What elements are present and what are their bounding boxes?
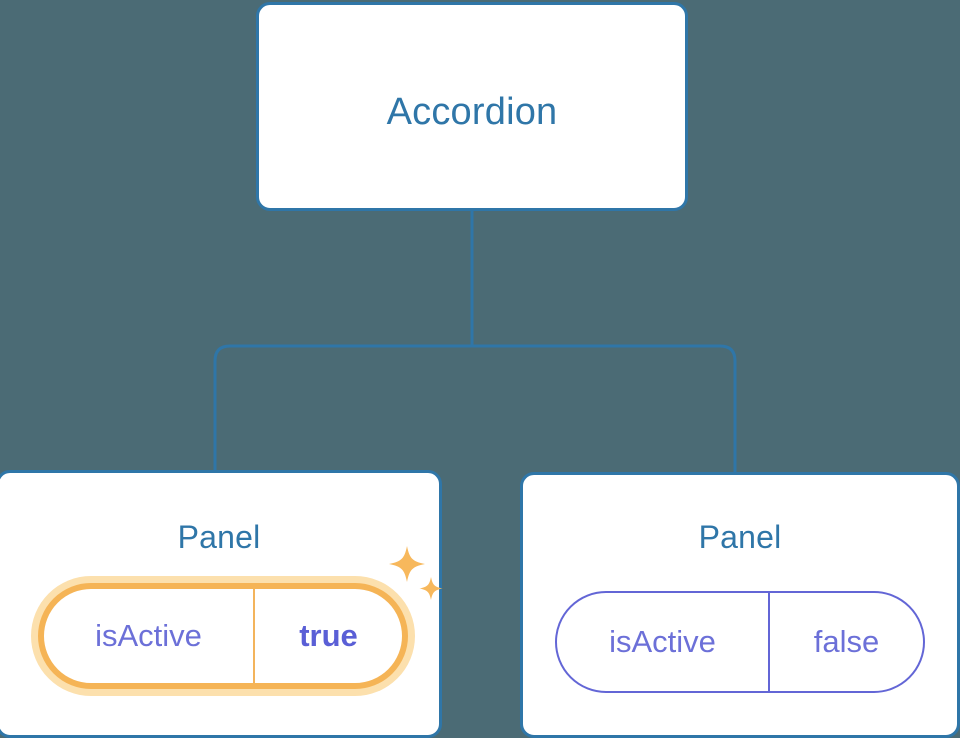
node-accordion[interactable]: Accordion <box>256 2 688 211</box>
node-panel-right-label: Panel <box>698 519 782 555</box>
node-accordion-label: Accordion <box>386 91 558 133</box>
prop-pill-is-active-false[interactable]: isActive false <box>555 591 925 693</box>
prop-value-label: true <box>299 618 358 653</box>
edge-to-panel-right <box>472 344 737 472</box>
prop-key-label: isActive <box>44 589 255 683</box>
edge-to-panel-left <box>213 344 472 470</box>
prop-pill-is-active-true[interactable]: isActive true <box>38 583 408 689</box>
prop-key-label: isActive <box>557 593 770 691</box>
prop-value-label: false <box>813 624 880 659</box>
node-panel-left-label: Panel <box>177 519 261 555</box>
